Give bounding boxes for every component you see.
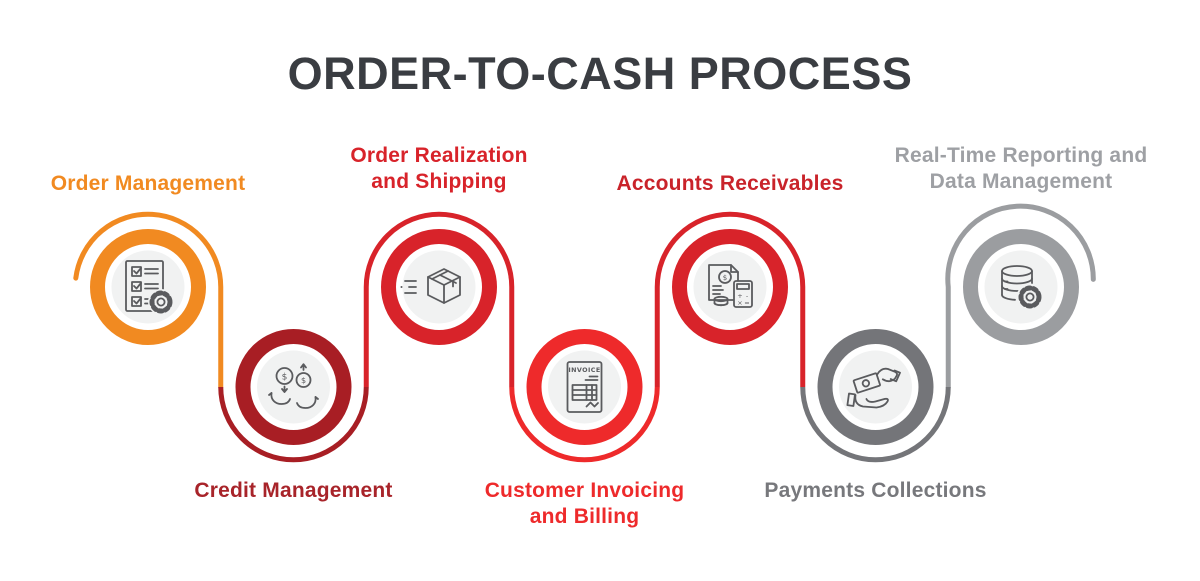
step-ring [90, 229, 206, 345]
coin-dollar-text: $ [301, 376, 306, 385]
step-label-line: Order Realization [350, 144, 528, 167]
flow-connector-segment-4 [509, 386, 660, 463]
step-label-line: and Billing [529, 505, 640, 528]
coin-dollar-text: $ [282, 373, 288, 383]
invoice-title-text: INVOICE [568, 366, 600, 374]
step-label-line: Customer Invoicing [484, 479, 685, 502]
step-label-line: Real-Time Reporting and [894, 144, 1148, 167]
invoice-calculator-icon: $ + - × = [708, 264, 753, 308]
invoice-icon: INVOICE [566, 361, 603, 413]
flow-connector-segment-5 [654, 211, 806, 387]
calc-plus-text: + [737, 292, 742, 300]
step-circle-reporting-data-management [963, 229, 1079, 345]
step-label-line: Accounts Receivables [616, 172, 844, 195]
step-label-order-management: Order Management [0, 171, 298, 197]
flow-connector-segment-7 [945, 203, 1096, 390]
flow-connector-segment-3 [363, 211, 515, 387]
step-label-reporting-data-management: Real-Time Reporting and Data Management [871, 143, 1171, 195]
step-ring [235, 329, 352, 445]
step-label-line: Order Management [50, 172, 246, 195]
step-disc [548, 350, 621, 424]
calc-times-text: × [737, 299, 742, 307]
flow-connector-segment-2 [218, 386, 369, 463]
step-label-line: Data Management [929, 170, 1113, 193]
step-label-order-realization: Order Realization and Shipping [289, 143, 589, 195]
step-label-line: and Shipping [371, 170, 507, 193]
step-disc [402, 250, 476, 324]
step-label-customer-invoicing: Customer Invoicing and Billing [435, 478, 735, 530]
shipping-box-icon [400, 268, 461, 304]
calc-equals-text: = [744, 299, 749, 307]
step-ring [817, 329, 934, 445]
step-circle-credit-management: $ $ [235, 329, 352, 445]
page-title: ORDER-TO-CASH PROCESS [287, 48, 913, 99]
step-circle-order-realization [381, 229, 497, 345]
step-label-line: Credit Management [194, 479, 393, 502]
database-gear-icon [1001, 265, 1044, 311]
step-ring [963, 229, 1079, 345]
step-circle-payments-collections [817, 329, 934, 445]
step-circle-order-management [90, 229, 206, 345]
coin-dollar-text: $ [723, 274, 727, 282]
step-disc [257, 350, 330, 424]
calc-minus-text: - [746, 292, 749, 300]
step-disc [693, 250, 767, 324]
step-circle-customer-invoicing: INVOICE [526, 329, 643, 445]
step-label-credit-management: Credit Management [144, 478, 444, 504]
flow-connector-segment-6 [800, 386, 951, 463]
flow-connector-segment-1 [73, 211, 224, 390]
step-label-payments-collections: Payments Collections [726, 478, 1026, 504]
step-ring [526, 329, 643, 445]
checklist-gear-icon [125, 260, 174, 315]
step-circle-accounts-receivables: $ + - × = [672, 229, 788, 345]
hand-receiving-money-icon [846, 367, 901, 409]
step-ring [381, 229, 497, 345]
hands-money-exchange-icon: $ $ [268, 363, 319, 409]
step-label-line: Payments Collections [764, 479, 987, 502]
step-label-accounts-receivables: Accounts Receivables [580, 171, 880, 197]
step-ring [672, 229, 788, 345]
